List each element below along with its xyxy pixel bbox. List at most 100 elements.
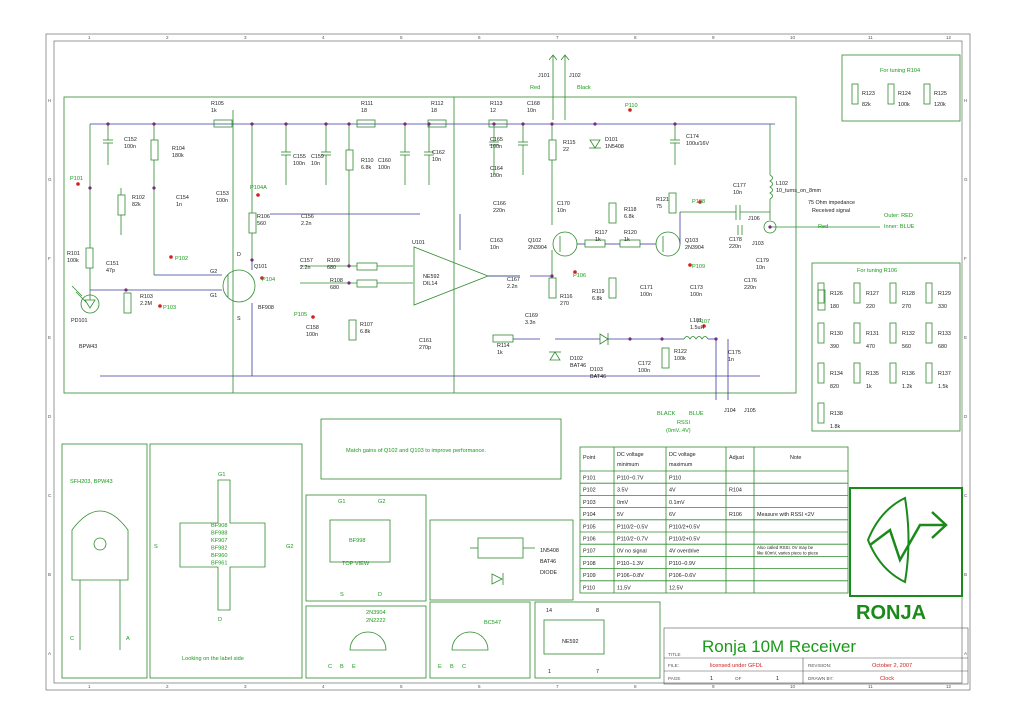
frame-col-label: 7 (556, 684, 559, 689)
component-ref: R114 (497, 343, 510, 349)
table-cell: P101 (583, 476, 596, 482)
component-ref: C171 (640, 285, 653, 291)
component-value: 100n (216, 198, 228, 204)
ic-pin-8: 8 (596, 608, 599, 614)
table-cell: 12.5V (669, 585, 683, 591)
component-ref: R101 (67, 251, 80, 257)
ic-pin-1: 1 (548, 669, 551, 675)
table-header: Adjust (729, 455, 744, 461)
frame-col-label: 5 (400, 684, 403, 689)
npn-pin: C (328, 664, 332, 670)
component-value: 10n (311, 161, 320, 167)
component-ref: R117 (595, 230, 608, 236)
component-value: 1n (176, 202, 182, 208)
tuning-resistor (817, 322, 825, 344)
frame-col-label: 6 (478, 684, 481, 689)
component-value: 100n (638, 368, 650, 374)
frame-row-label: E (48, 335, 51, 340)
component-value: 100n (124, 144, 136, 150)
pd-package-title: SFH203, BPW43 (70, 479, 113, 485)
tuning-value: 220 (866, 304, 875, 310)
table-cell: P106−0.6V (669, 573, 696, 579)
component-ref: C153 (216, 191, 229, 197)
tuning-resistor (889, 322, 897, 344)
tuning-value: 1k (866, 384, 872, 390)
revision-label: REVISION: (808, 663, 831, 668)
component-ref: R121 (656, 197, 669, 203)
component-value: 2.2n (300, 265, 311, 271)
bf998-name: BF998 (349, 538, 365, 544)
table-cell: 11.5V (617, 585, 631, 591)
component-value: 100n (306, 332, 318, 338)
note-box: Match gains of Q102 and Q103 to improve … (320, 418, 562, 480)
component-value: BAT46 (590, 374, 606, 380)
component-ref: C168 (527, 101, 540, 107)
npn-pin: E (438, 664, 442, 670)
component-value: 12 (490, 108, 496, 114)
bf998-g1: G1 (338, 499, 345, 505)
tuning-ref: R134 (830, 371, 843, 377)
tuning-ref: R126 (830, 291, 843, 297)
tuning-ref: R136 (902, 371, 915, 377)
component-ref: C160 (378, 158, 391, 164)
component-ref: R110 (361, 158, 374, 164)
component-ref: C176 (744, 278, 757, 284)
probe-p109: P109 (692, 264, 705, 270)
frame-col-label: 10 (790, 684, 796, 689)
note-text: Match gains of Q102 and Q103 to improve … (346, 448, 486, 454)
component-value: 10_turns_on_8mm (776, 188, 821, 194)
tuning-resistor (925, 362, 933, 384)
table-header: DC voltage (617, 452, 644, 458)
rssi-range-label: (0mV..4V) (666, 428, 691, 434)
drawn-label: DRAWN BY: (808, 676, 834, 681)
frame-row-label: A (48, 651, 52, 656)
ne592-label: NE592 (423, 274, 439, 280)
package-panels: SFH203, BPW43 C A G1 G2 S D BF908BF988KF… (61, 443, 661, 679)
component-value: 2N3904 (685, 245, 704, 251)
bf998-g2: G2 (378, 499, 385, 505)
frame-row-label: H (964, 98, 967, 103)
component-ref: C155 (293, 154, 306, 160)
component-ref: C174 (686, 134, 699, 140)
component-ref: R116 (560, 294, 573, 300)
frame-col-label: 11 (868, 684, 873, 689)
q101-s: S (237, 316, 241, 322)
component-ref: C164 (490, 166, 503, 172)
component-value: 180k (172, 153, 184, 159)
fet-pin-g1: G1 (218, 472, 225, 478)
frame-col-label: 4 (322, 684, 325, 689)
table-cell: P110/2+0.5V (669, 537, 700, 543)
frame-row-label: D (964, 414, 968, 419)
sheet-frame (45, 33, 971, 691)
tuning-ref: R135 (866, 371, 879, 377)
frame-col-label: 8 (634, 35, 637, 40)
tuning-value: 82k (862, 102, 871, 108)
frame-col-label: 10 (790, 35, 796, 40)
frame-col-label: 8 (634, 684, 637, 689)
component-value: 1k (497, 350, 503, 356)
tuning-value: 270 (902, 304, 911, 310)
probe-p106: P106 (573, 273, 586, 279)
pd-pin-a: A (126, 636, 130, 642)
tuning-ref: R128 (902, 291, 915, 297)
probe-p104a: P104A (250, 185, 267, 191)
component-value: 100n (293, 161, 305, 167)
component-ref: C166 (493, 201, 506, 207)
component-ref: C156 (301, 214, 314, 220)
component-value: 220n (744, 285, 756, 291)
component-value: 680 (330, 285, 339, 291)
tuning-value: 560 (902, 344, 911, 350)
table-header: DC voltage (669, 452, 696, 458)
component-value: 270 (560, 301, 569, 307)
component-value: 10n (733, 190, 742, 196)
component-ref: C165 (490, 137, 503, 143)
tuning-value: 330 (938, 304, 947, 310)
component-value: 100n (378, 165, 390, 171)
table-cell: P105 (583, 524, 596, 530)
frame-row-label: H (48, 98, 51, 103)
table-cell: P110 (583, 585, 595, 591)
component-value: 2N3904 (528, 245, 547, 251)
table-header: Note (790, 455, 801, 461)
